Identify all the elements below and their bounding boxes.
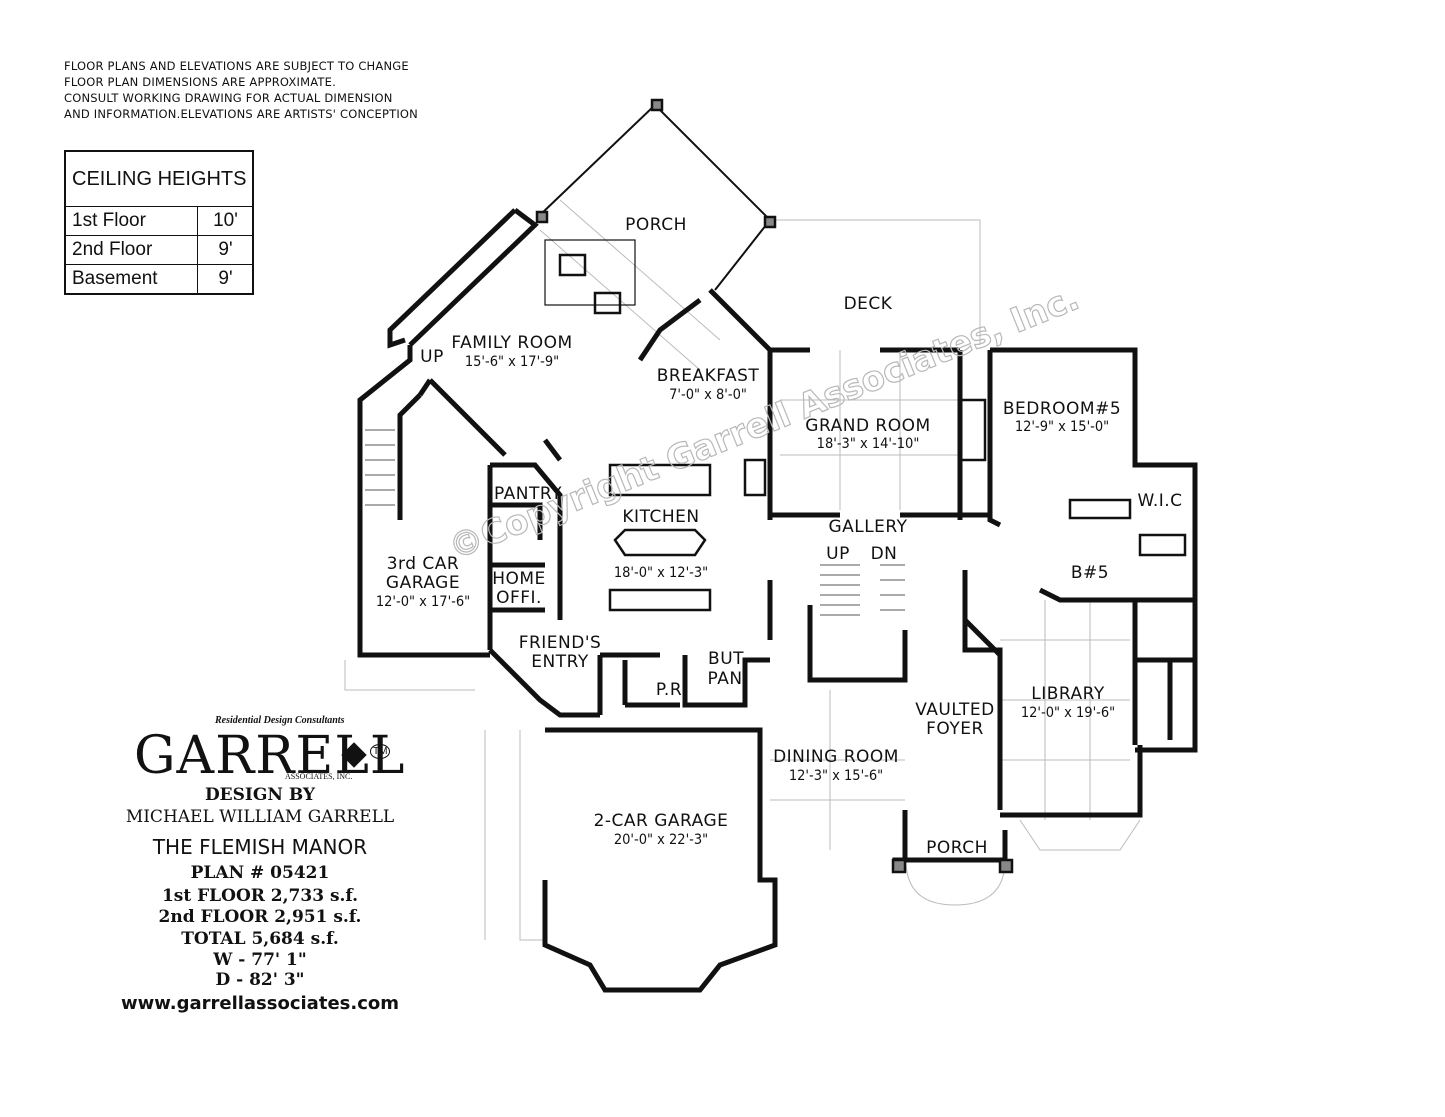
room-label-deck: DECK xyxy=(844,294,893,314)
table-row: 1st Floor 10' xyxy=(64,206,254,236)
room-label-butlers-pantry: BUT. xyxy=(708,649,748,669)
design-by: DESIGN BY xyxy=(204,785,316,805)
website-link[interactable]: www.garrellassociates.com xyxy=(121,993,399,1014)
stair-down-label: DN xyxy=(871,544,898,564)
floor-label: 2nd Floor xyxy=(64,235,199,265)
first-floor-area: 1st FLOOR 2,733 s.f. xyxy=(161,886,359,906)
ceiling-heights-title: CEILING HEIGHTS xyxy=(64,150,254,207)
room-dim-family-room: 15'-6" x 17'-9" xyxy=(465,354,559,370)
room-label-pantry: PANTRY xyxy=(494,484,562,504)
room-dim-grand-room: 18'-3" x 14'-10" xyxy=(817,436,920,452)
room-label-family-room: FAMILY ROOM xyxy=(451,333,572,353)
floor-label: Basement xyxy=(64,264,199,295)
room-label-powder-room: P.R xyxy=(656,680,682,700)
room-label-grand-room: GRAND ROOM xyxy=(805,416,930,436)
room-dim-dining-room: 12'-3" x 15'-6" xyxy=(789,768,883,784)
room-dim-2-car-garage: 20'-0" x 22'-3" xyxy=(614,832,708,848)
total-area: TOTAL 5,684 s.f. xyxy=(181,929,339,949)
brand-tagline: Residential Design Consultants xyxy=(215,715,345,726)
brand-subname: ASSOCIATES, INC. xyxy=(285,772,353,781)
table-row: 2nd Floor 9' xyxy=(64,235,254,265)
room-label-friends-entry: FRIEND'S xyxy=(519,633,602,653)
second-floor-area: 2nd FLOOR 2,951 s.f. xyxy=(158,907,362,927)
exterior-walls xyxy=(357,103,1198,993)
room-label-vaulted-foyer-2: FOYER xyxy=(926,719,984,739)
stair-up-label: UP xyxy=(826,544,850,564)
room-label-vaulted-foyer: VAULTED xyxy=(915,700,994,720)
room-label-3rd-car-garage-2: GARAGE xyxy=(386,573,460,593)
room-label-porch-top: PORCH xyxy=(625,215,687,235)
disclaimer-line: FLOOR PLANS AND ELEVATIONS ARE SUBJECT T… xyxy=(64,59,409,73)
plan-depth: D - 82' 3" xyxy=(215,970,305,990)
room-label-library: LIBRARY xyxy=(1031,684,1105,704)
disclaimer-line: FLOOR PLAN DIMENSIONS ARE APPROXIMATE. xyxy=(64,75,336,89)
stair-treads xyxy=(365,429,905,616)
disclaimer: FLOOR PLANS AND ELEVATIONS ARE SUBJECT T… xyxy=(64,58,418,122)
room-label-2-car-garage: 2-CAR GARAGE xyxy=(594,811,729,831)
disclaimer-line: CONSULT WORKING DRAWING FOR ACTUAL DIMEN… xyxy=(64,91,393,105)
room-label-3rd-car-garage: 3rd CAR xyxy=(387,554,460,574)
room-dim-breakfast: 7'-0" x 8'-0" xyxy=(669,387,747,403)
stair-up-label: UP xyxy=(420,347,444,367)
room-label-home-office: HOME xyxy=(492,569,546,589)
room-dim-3rd-car-garage: 12'-0" x 17'-6" xyxy=(376,594,470,610)
table-row: Basement 9' xyxy=(64,264,254,295)
room-label-wic: W.I.C xyxy=(1137,491,1182,511)
plan-number: PLAN # 05421 xyxy=(190,863,330,883)
fixtures xyxy=(535,98,1187,874)
room-label-porch-front: PORCH xyxy=(926,838,988,858)
room-dim-library: 12'-0" x 19'-6" xyxy=(1021,705,1115,721)
ceiling-value: 9' xyxy=(197,235,254,265)
disclaimer-line: AND INFORMATION.ELEVATIONS ARE ARTISTS' … xyxy=(64,107,418,121)
room-dim-kitchen: 18'-0" x 12'-3" xyxy=(614,565,708,581)
room-label-breakfast: BREAKFAST xyxy=(657,366,760,386)
room-label-kitchen: KITCHEN xyxy=(622,507,699,527)
room-label-bedroom-5: BEDROOM#5 xyxy=(1003,399,1121,419)
room-label-bath-5: B#5 xyxy=(1071,563,1109,583)
trademark-mark: TM xyxy=(370,744,391,759)
room-label-home-office-2: OFFI. xyxy=(496,588,542,608)
ceiling-value: 10' xyxy=(197,206,254,236)
room-label-dining-room: DINING ROOM xyxy=(773,747,899,767)
room-label-gallery: GALLERY xyxy=(828,517,907,537)
ceiling-heights-table: CEILING HEIGHTS 1st Floor 10' 2nd Floor … xyxy=(64,150,255,295)
room-label-friends-entry-2: ENTRY xyxy=(531,652,589,672)
light-grid-lines xyxy=(344,199,1141,941)
room-label-butlers-pantry-2: PAN. xyxy=(708,669,749,689)
ceiling-value: 9' xyxy=(197,264,254,295)
room-dim-bedroom-5: 12'-9" x 15'-0" xyxy=(1015,419,1109,435)
plan-name: THE FLEMISH MANOR xyxy=(152,835,368,859)
plan-width: W - 77' 1" xyxy=(213,950,307,970)
designer-name: MICHAEL WILLIAM GARRELL xyxy=(125,807,395,827)
